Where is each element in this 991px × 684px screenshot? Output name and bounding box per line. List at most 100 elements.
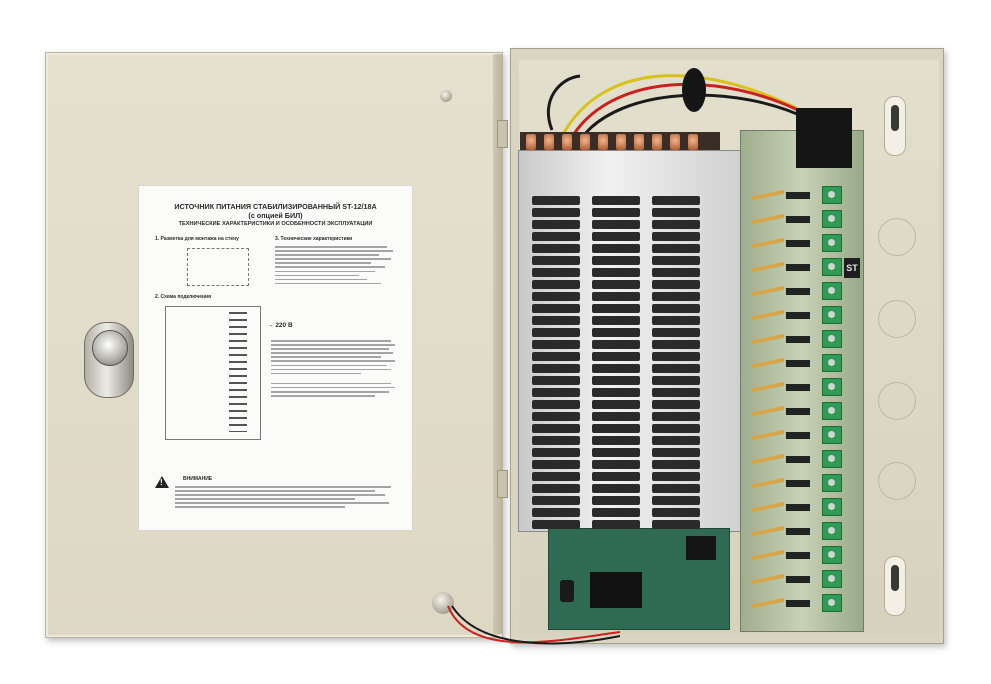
psu-vent-slot	[592, 448, 640, 457]
sheet-title-line2: (с опцией БИЛ)	[248, 211, 303, 220]
fuse	[786, 384, 810, 391]
psu-vent-slot	[652, 280, 700, 289]
psu-vent-slot	[652, 220, 700, 229]
fuse	[786, 360, 810, 367]
relay-terminal	[686, 536, 716, 560]
screw-terminal	[562, 134, 572, 150]
psu-vent-slot	[532, 208, 580, 217]
psu-vent-slot	[652, 508, 700, 517]
psu-vent-slot	[532, 508, 580, 517]
knockout-hole	[878, 462, 916, 500]
psu-vent-slot	[532, 292, 580, 301]
output-terminal	[822, 210, 842, 228]
output-terminal	[822, 522, 842, 540]
output-terminal	[822, 186, 842, 204]
relay-capacitor	[560, 580, 574, 602]
psu-vent-slot	[592, 364, 640, 373]
fuse	[786, 504, 810, 511]
psu-vent-slot	[592, 328, 640, 337]
output-terminal	[822, 282, 842, 300]
psu-vent-slot	[652, 484, 700, 493]
psu-vent-slot	[592, 196, 640, 205]
psu-vent-slot	[532, 220, 580, 229]
psu-vent-slot	[592, 508, 640, 517]
psu-vent-slot	[652, 256, 700, 265]
psu-vent-slot	[652, 232, 700, 241]
psu-vent-slot	[652, 412, 700, 421]
distribution-board	[740, 130, 864, 632]
lock-cylinder	[92, 330, 128, 366]
psu-vent-slot	[532, 460, 580, 469]
psu-vent-slot	[532, 436, 580, 445]
psu-vent-slot	[592, 316, 640, 325]
psu-vent-slot	[592, 424, 640, 433]
section-wiring: 2. Схема подключения	[155, 294, 212, 300]
psu-vent-slot	[532, 340, 580, 349]
mounting-diagram	[187, 248, 249, 286]
psu-vent-slot	[592, 244, 640, 253]
psu-vent-slot	[592, 496, 640, 505]
wiring-terminals	[229, 312, 247, 432]
psu-vent-slot	[532, 388, 580, 397]
voltage-value: 220 В	[275, 322, 293, 329]
screw-terminal	[544, 134, 554, 150]
output-terminal	[822, 258, 842, 276]
psu-vent-slot	[532, 256, 580, 265]
psu-vent-slot	[592, 460, 640, 469]
output-terminal	[822, 474, 842, 492]
fuse	[786, 216, 810, 223]
warning-icon	[155, 476, 169, 488]
psu-vent-slot	[532, 400, 580, 409]
output-terminal	[822, 378, 842, 396]
knockout-hole	[878, 218, 916, 256]
output-terminal	[822, 594, 842, 612]
psu-vent-slot	[592, 388, 640, 397]
psu-vent-slot	[532, 304, 580, 313]
psu-vent-slot	[652, 436, 700, 445]
psu-vent-slot	[592, 208, 640, 217]
output-terminal	[822, 330, 842, 348]
fuse	[786, 408, 810, 415]
screw-terminal	[634, 134, 644, 150]
screw-terminal	[598, 134, 608, 150]
instruction-sheet: ИСТОЧНИК ПИТАНИЯ СТАБИЛИЗИРОВАННЫЙ ST-12…	[139, 186, 412, 530]
psu-vent-slot	[652, 364, 700, 373]
psu-vent-slot	[592, 340, 640, 349]
warning-text	[175, 486, 397, 511]
relay	[590, 572, 642, 608]
psu-vent-slot	[592, 268, 640, 277]
psu-vent-slot	[652, 268, 700, 277]
psu-vent-slot	[592, 400, 640, 409]
psu-vent-slot	[652, 244, 700, 253]
door-hinge	[497, 120, 508, 148]
psu-vent-slot	[592, 304, 640, 313]
knockout-hole	[878, 382, 916, 420]
psu-vent-slot	[532, 448, 580, 457]
output-terminal	[822, 234, 842, 252]
psu-vent-slot	[532, 472, 580, 481]
psu-vent-slot	[592, 472, 640, 481]
psu-vent-slot	[652, 520, 700, 529]
output-terminal	[822, 402, 842, 420]
fuse	[786, 288, 810, 295]
bolt-icon	[432, 592, 454, 614]
output-terminal	[822, 306, 842, 324]
psu-vent-slot	[532, 268, 580, 277]
psu-vent-slot	[652, 460, 700, 469]
psu-vent-slot	[592, 412, 640, 421]
psu-vent-slot	[532, 352, 580, 361]
psu-vent-slot	[652, 496, 700, 505]
psu-vent-slot	[592, 376, 640, 385]
psu-vent-slot	[592, 232, 640, 241]
fuse	[786, 240, 810, 247]
spec-text	[275, 246, 395, 287]
psu-vent-slot	[532, 484, 580, 493]
knockout-hole	[878, 300, 916, 338]
body-text	[271, 340, 397, 399]
output-terminal	[822, 546, 842, 564]
screw-terminal	[526, 134, 536, 150]
psu-vent-slot	[592, 520, 640, 529]
output-terminal	[822, 354, 842, 372]
wiring-diagram	[165, 306, 261, 440]
fuse	[786, 576, 810, 583]
